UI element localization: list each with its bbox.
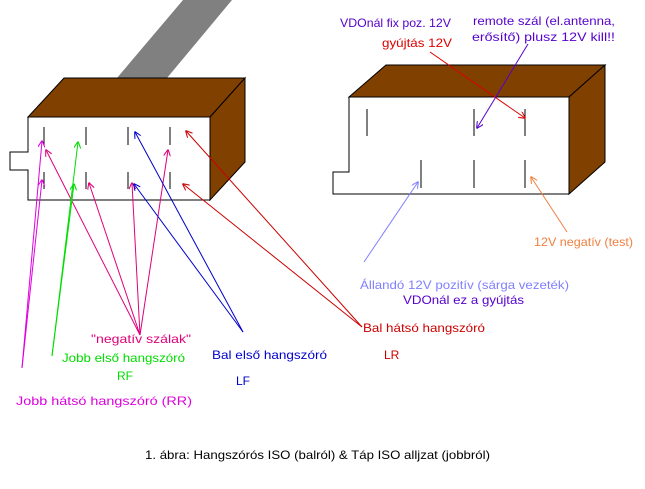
remote-arrow: [477, 43, 529, 128]
right-connector-top: [347, 64, 607, 98]
figure-caption: 1. ábra: Hangszórós ISO (balról) & Táp I…: [145, 448, 490, 462]
vdo-fix-label: VDOnál fix poz. 12V: [340, 16, 451, 30]
bal-hatso-arrows: [183, 131, 363, 328]
allando-arrow: [363, 182, 418, 263]
jobb-hatso-arrows: [21, 141, 42, 369]
negativ-szalak-label: "negatív szálak": [91, 332, 191, 346]
right-connector-face: [332, 96, 570, 195]
allando-label-line1: Állandó 12V pozitív (sárga vezeték): [360, 277, 569, 292]
jobb-elso-label: Jobb első hangszóró: [62, 351, 185, 365]
jobb-hatso-label: Jobb hátsó hangszóró (RR): [16, 394, 192, 408]
power-iso-connector: [332, 63, 607, 196]
speaker-iso-connector: [9, 76, 247, 202]
left-connector-top: [26, 77, 247, 118]
jobb-elso-arrows: [51, 142, 78, 357]
allando-label-line2: VDOnál ez a gyújtás: [403, 293, 524, 307]
remote-label-line2: erősítő) plusz 12V kill!!: [472, 30, 615, 44]
lr-label: LR: [384, 348, 400, 362]
remote-label-line1: remote szál (el.antenna,: [473, 14, 615, 28]
negativ-test-arrow: [531, 177, 568, 233]
bal-elso-arrows: [134, 132, 244, 333]
gray-cable: [117, 0, 232, 78]
negativ-test-label: 12V negatív (test): [534, 235, 633, 249]
lf-label: LF: [236, 374, 250, 388]
negativ-szalak-arrows: [46, 150, 168, 336]
gyujtas-arrow: [429, 51, 525, 118]
rf-label: RF: [117, 369, 133, 383]
bal-hatso-label: Bal hátsó hangszóró: [363, 321, 485, 335]
bal-elso-label: Bal első hangszóró: [212, 348, 327, 362]
gyujtas-label: gyújtás 12V: [382, 36, 452, 50]
